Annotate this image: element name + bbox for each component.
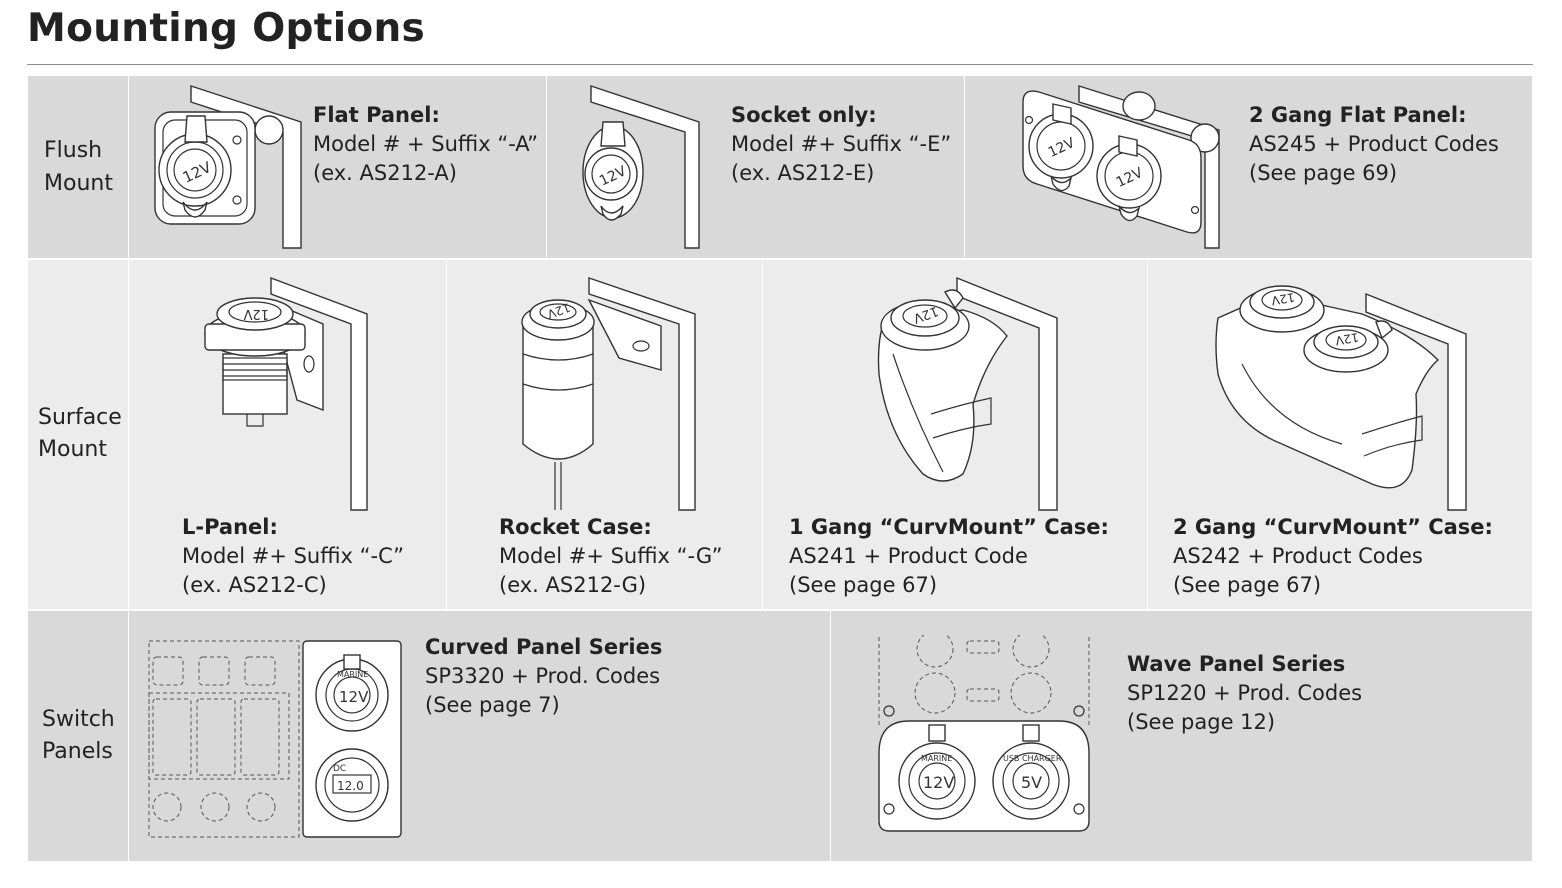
caption-title: Rocket Case: xyxy=(499,515,652,539)
option-wave-panel-series: 12V 5V MARINE USB CHARGER Wave Panel Ser… xyxy=(831,611,1532,861)
caption-line: (See page 12) xyxy=(1127,710,1276,734)
l-panel-illustration: 12V xyxy=(204,276,368,511)
socket-label-5v: 5V xyxy=(1021,773,1042,792)
caption-title: 2 Gang “CurvMount” Case: xyxy=(1173,515,1493,539)
caption-flat-panel: Flat Panel: Model # + Suffix “-A” (ex. A… xyxy=(313,101,538,188)
socket-label-12v: 12V xyxy=(1334,330,1360,348)
caption-line: AS241 + Product Code xyxy=(789,544,1028,568)
caption-line: SP1220 + Prod. Codes xyxy=(1127,681,1363,705)
caption-socket-only: Socket only: Model #+ Suffix “-E” (ex. A… xyxy=(731,101,951,188)
option-2-gang-flat-panel: 12V 12V 2 Gang Flat Panel: AS245 + Produ… xyxy=(965,76,1532,258)
caption-title: Flat Panel: xyxy=(313,103,440,127)
option-1-gang-curvmount-case: 12V 1 Gang “CurvMount” Case: AS241 + Pro… xyxy=(763,260,1148,609)
caption-1-gang-curvmount-case: 1 Gang “CurvMount” Case: AS241 + Product… xyxy=(789,513,1109,600)
caption-line: AS242 + Product Codes xyxy=(1173,544,1423,568)
curved-panel-illustration: 12V MARINE DC 12.0 xyxy=(148,640,402,838)
caption-2-gang-curvmount-case: 2 Gang “CurvMount” Case: AS242 + Product… xyxy=(1173,513,1493,600)
caption-wave-panel-series: Wave Panel Series SP1220 + Prod. Codes (… xyxy=(1127,650,1362,737)
caption-curved-panel-series: Curved Panel Series SP3320 + Prod. Codes… xyxy=(425,633,662,720)
row-label-line: Mount xyxy=(44,171,113,196)
caption-rocket-case: Rocket Case: Model #+ Suffix “-G” (ex. A… xyxy=(499,513,723,600)
caption-line: Model #+ Suffix “-G” xyxy=(499,544,723,568)
option-flat-panel: 12V Flat Panel: Model # + Suffix “-A” (e… xyxy=(129,76,547,258)
caption-line: (ex. AS212-C) xyxy=(182,573,327,597)
caption-line: Model #+ Suffix “-C” xyxy=(182,544,405,568)
caption-line: (ex. AS212-G) xyxy=(499,573,647,597)
socket-label-12v: 12V xyxy=(923,773,954,792)
flush-mount-row: Flush Mount 12V Flat Panel: Model # + Su… xyxy=(28,76,1532,258)
row-label-line: Surface xyxy=(38,405,122,430)
meter-label-dc: DC xyxy=(333,764,346,774)
caption-line: AS245 + Product Codes xyxy=(1249,132,1499,156)
option-curved-panel-series: 12V MARINE DC 12.0 Curved Panel Series S… xyxy=(129,611,831,861)
switch-panels-row: Switch Panels 12V MARINE DC xyxy=(28,611,1532,861)
1-gang-curvmount-illustration: 12V xyxy=(877,276,1058,511)
caption-line: Model #+ Suffix “-E” xyxy=(731,132,952,156)
caption-line: (ex. AS212-E) xyxy=(731,161,875,185)
row-label-switch-panels: Switch Panels xyxy=(28,611,129,861)
caption-line: (See page 69) xyxy=(1249,161,1398,185)
row-label-line: Flush xyxy=(44,138,103,163)
caption-l-panel: L-Panel: Model #+ Suffix “-C” (ex. AS212… xyxy=(182,513,404,600)
caption-line: Model # + Suffix “-A” xyxy=(313,132,538,156)
meter-reading: 12.0 xyxy=(337,779,364,793)
option-2-gang-curvmount-case: 12V 12V 2 Gang “CurvMount” Case: AS242 +… xyxy=(1148,260,1532,609)
wave-panel-illustration: 12V 5V MARINE USB CHARGER xyxy=(878,635,1090,832)
row-label-line: Mount xyxy=(38,437,107,462)
caption-title: Curved Panel Series xyxy=(425,635,663,659)
row-label-line: Panels xyxy=(42,739,113,764)
caption-2-gang-flat-panel: 2 Gang Flat Panel: AS245 + Product Codes… xyxy=(1249,101,1499,188)
option-socket-only: 12V Socket only: Model #+ Suffix “-E” (e… xyxy=(547,76,965,258)
socket-label-usb-charger: USB CHARGER xyxy=(1003,754,1062,763)
option-rocket-case: 12V Rocket Case: Model #+ Suffix “-G” (e… xyxy=(447,260,763,609)
caption-line: SP3320 + Prod. Codes xyxy=(425,664,661,688)
socket-label-12v: 12V xyxy=(243,306,269,321)
caption-line: (See page 7) xyxy=(425,693,560,717)
caption-line: (See page 67) xyxy=(1173,573,1322,597)
socket-label-marine: MARINE xyxy=(921,754,952,763)
page-title: Mounting Options xyxy=(27,6,426,51)
caption-title: 2 Gang Flat Panel: xyxy=(1249,103,1467,127)
title-divider xyxy=(27,64,1533,65)
2-gang-flat-panel-illustration: 12V 12V xyxy=(1022,85,1220,249)
socket-label-marine: MARINE xyxy=(337,670,368,679)
socket-only-illustration: 12V xyxy=(582,85,700,249)
caption-title: 1 Gang “CurvMount” Case: xyxy=(789,515,1109,539)
surface-mount-row: Surface Mount 12V L-Panel: Model #+ Suff… xyxy=(28,260,1532,609)
caption-line: (See page 67) xyxy=(789,573,938,597)
option-l-panel: 12V L-Panel: Model #+ Suffix “-C” (ex. A… xyxy=(129,260,447,609)
socket-label-12v: 12V xyxy=(339,688,369,706)
2-gang-curvmount-illustration: 12V 12V xyxy=(1215,285,1467,511)
flat-panel-illustration: 12V xyxy=(154,85,302,249)
caption-title: Socket only: xyxy=(731,103,877,127)
socket-label-12v: 12V xyxy=(1270,290,1296,308)
row-label-flush-mount: Flush Mount xyxy=(28,76,129,258)
row-label-surface-mount: Surface Mount xyxy=(28,260,129,609)
caption-title: L-Panel: xyxy=(182,515,278,539)
caption-line: (ex. AS212-A) xyxy=(313,161,457,185)
caption-title: Wave Panel Series xyxy=(1127,652,1346,676)
row-label-line: Switch xyxy=(42,707,115,732)
rocket-case-illustration: 12V xyxy=(521,277,696,511)
